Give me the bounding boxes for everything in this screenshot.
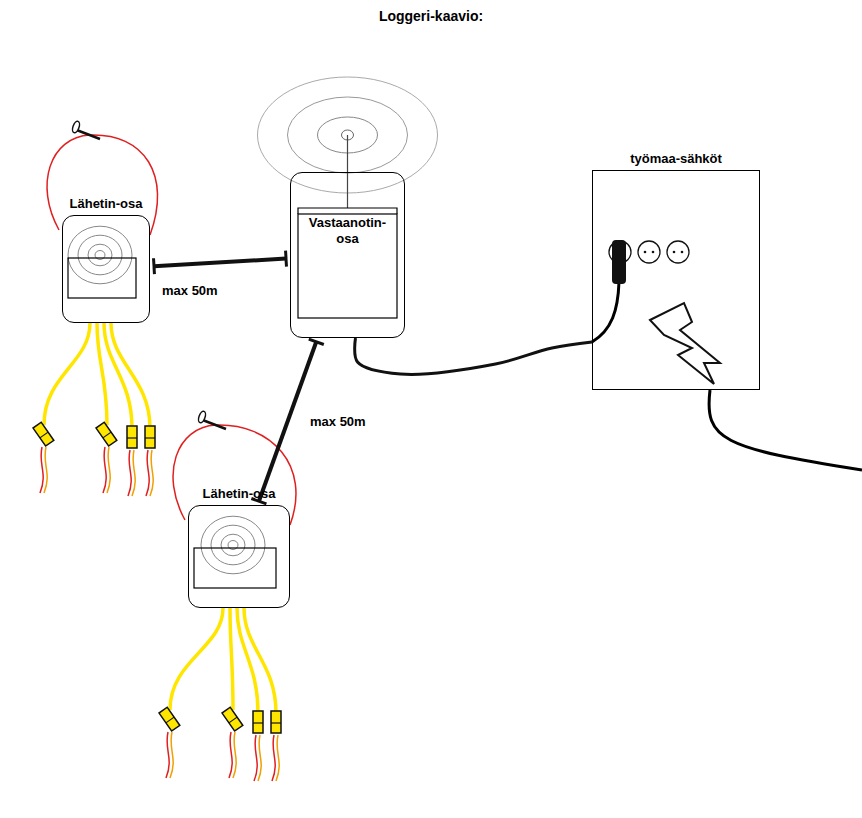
sensor-ring	[68, 226, 132, 284]
sensor-lead	[146, 450, 149, 496]
wire-connector	[271, 711, 281, 733]
sensor-lead	[229, 732, 232, 778]
sensor-ring	[201, 516, 265, 574]
node-label: työmaa-sähköt	[630, 151, 722, 166]
sensor-lead	[132, 450, 135, 496]
sensor-lead	[258, 735, 261, 781]
display-window	[298, 214, 397, 318]
power-socket	[638, 241, 660, 263]
nail-head	[197, 410, 207, 423]
sensor-cable	[170, 608, 223, 710]
connector-group	[355, 338, 592, 374]
antenna-wire	[173, 425, 296, 525]
nail-head	[71, 120, 81, 133]
wire-connector	[159, 707, 180, 731]
antenna-wire	[47, 135, 158, 235]
sensor-lead	[103, 447, 106, 493]
sensor-cable	[244, 608, 276, 713]
transmitter-box: Lähetin-osa	[62, 215, 150, 323]
sensor-lead	[150, 450, 153, 496]
receiver-box: Vastaanotin-osa	[290, 172, 405, 338]
power-cable	[592, 282, 619, 342]
node-label: Lähetin-osa	[70, 196, 143, 211]
socket-hole	[673, 251, 676, 254]
wire-connector	[33, 422, 54, 446]
connector-seam	[103, 432, 111, 438]
wire-connector	[96, 422, 117, 446]
sensor-lead	[44, 447, 47, 493]
sensor-ring	[78, 235, 122, 275]
sensor-lead	[276, 735, 279, 781]
connector-seam	[127, 437, 137, 438]
sensor-lead	[254, 735, 257, 781]
node-label: Lähetin-osa	[203, 486, 276, 501]
sensor-lead	[128, 450, 131, 496]
connector-seam	[229, 717, 237, 723]
sensor-lead	[272, 735, 275, 781]
distance-label: max 50m	[160, 282, 220, 299]
power-cable	[355, 338, 592, 374]
sensor-cable	[111, 323, 150, 428]
wire-connector	[253, 711, 263, 733]
sensor-cable	[230, 608, 233, 710]
connector-seam	[271, 722, 281, 723]
connector-seam	[253, 722, 263, 723]
display-window	[68, 258, 136, 298]
dimension-tick	[284, 251, 288, 267]
sensor-ring	[221, 534, 245, 556]
socket-hole	[681, 251, 684, 254]
sensor-ring	[88, 244, 112, 266]
sensor-ring	[211, 525, 255, 565]
connector-seam	[145, 437, 155, 438]
connector-group	[154, 251, 287, 275]
sensor-lead	[40, 447, 43, 493]
wire-connector	[127, 426, 137, 448]
power-box: työmaa-sähköt	[592, 170, 760, 390]
sensor-cable	[44, 323, 90, 425]
transmitter-box: Lähetin-osa	[188, 505, 290, 608]
display-window	[194, 548, 276, 588]
diagram-title: Loggeri-kaavio:	[0, 8, 862, 24]
wire-connector	[145, 426, 155, 448]
distance-label: max 50m	[308, 413, 368, 430]
socket-hole	[644, 251, 647, 254]
sensor-lead	[166, 732, 169, 778]
dimension-tick	[152, 258, 156, 274]
lightning-bolt	[650, 303, 720, 384]
range-dimension	[154, 259, 286, 267]
dimension-tick	[309, 339, 324, 344]
mains-cable	[709, 390, 862, 470]
power-socket	[667, 241, 689, 263]
power-plug	[612, 240, 626, 284]
sensor-lead	[170, 732, 173, 778]
node-label: Vastaanotin-osa	[302, 215, 394, 246]
connector-seam	[40, 432, 48, 438]
sensor-lead	[107, 447, 110, 493]
wire-connector	[222, 707, 243, 731]
sensor-cable	[104, 323, 132, 428]
sensor-lead	[233, 732, 236, 778]
socket-hole	[652, 251, 655, 254]
display-bracket	[298, 208, 397, 214]
connector-seam	[166, 717, 174, 723]
